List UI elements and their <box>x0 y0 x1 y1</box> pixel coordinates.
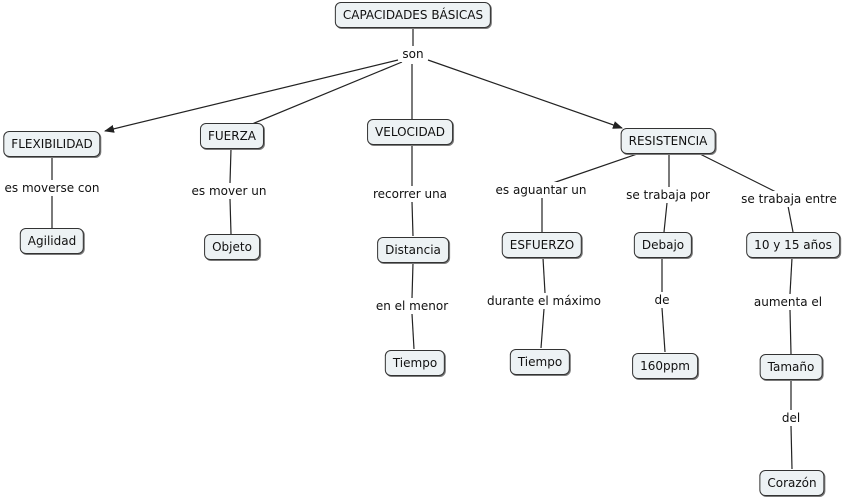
edge-resistencia-aguantar <box>549 153 638 185</box>
node-flexibilidad[interactable]: FLEXIBILIDAD <box>3 131 101 157</box>
edge-trabaja-por-debajo <box>663 202 668 233</box>
node-160ppm[interactable]: 160ppm <box>632 353 698 379</box>
link-son: son <box>399 46 427 62</box>
node-fuerza[interactable]: FUERZA <box>199 123 265 149</box>
edge-trabaja-entre-edad <box>787 205 794 233</box>
edge-link-objeto <box>229 198 232 235</box>
node-capacidades-basicas[interactable]: CAPACIDADES BÁSICAS <box>334 2 492 28</box>
edge-maximo-tiempo <box>540 308 545 349</box>
edge-link-distancia <box>411 201 414 237</box>
node-distancia[interactable]: Distancia <box>377 237 449 263</box>
node-velocidad[interactable]: VELOCIDAD <box>367 119 453 145</box>
link-recorrer-una: recorrer una <box>369 186 451 202</box>
node-corazon[interactable]: Corazón <box>759 470 825 496</box>
node-10-y-15-anos[interactable]: 10 y 15 años <box>746 232 840 258</box>
edge-fuerza-link <box>229 148 232 184</box>
edge-son-resistencia <box>427 59 623 129</box>
node-agilidad[interactable]: Agilidad <box>19 228 85 254</box>
link-es-mover-un: es mover un <box>188 183 270 199</box>
node-esfuerzo[interactable]: ESFUERZO <box>501 232 583 258</box>
node-tiempo-esfuerzo[interactable]: Tiempo <box>509 349 571 375</box>
edge-aumenta-tamano <box>789 309 792 355</box>
edge-edad-aumenta <box>789 257 793 295</box>
edge-distancia-link <box>411 262 414 299</box>
edge-son-fuerza <box>251 61 403 125</box>
node-objeto[interactable]: Objeto <box>204 234 260 260</box>
link-se-trabaja-entre: se trabaja entre <box>738 191 840 207</box>
edge-del-corazon <box>790 425 793 470</box>
link-es-aguantar-un: es aguantar un <box>492 182 590 198</box>
link-aumenta-el: aumenta el <box>750 294 826 310</box>
link-es-moverse-con: es moverse con <box>1 180 103 196</box>
link-durante-el-maximo: durante el máximo <box>483 293 605 309</box>
link-se-trabaja-por: se trabaja por <box>623 187 713 203</box>
edge-link-tiempo-vel <box>411 313 415 350</box>
link-de: de <box>651 292 673 308</box>
edge-esfuerzo-maximo <box>542 257 546 294</box>
link-del: del <box>778 410 804 426</box>
edge-de-ppm <box>661 307 666 353</box>
node-tiempo-velocidad[interactable]: Tiempo <box>384 350 446 376</box>
node-resistencia[interactable]: RESISTENCIA <box>620 128 716 154</box>
edge-son-flexibilidad <box>104 59 399 133</box>
node-tamano[interactable]: Tamaño <box>759 354 823 380</box>
link-en-el-menor: en el menor <box>372 298 452 314</box>
edge-resistencia-trabaja-entre <box>699 153 777 193</box>
node-debajo[interactable]: Debajo <box>633 232 693 258</box>
